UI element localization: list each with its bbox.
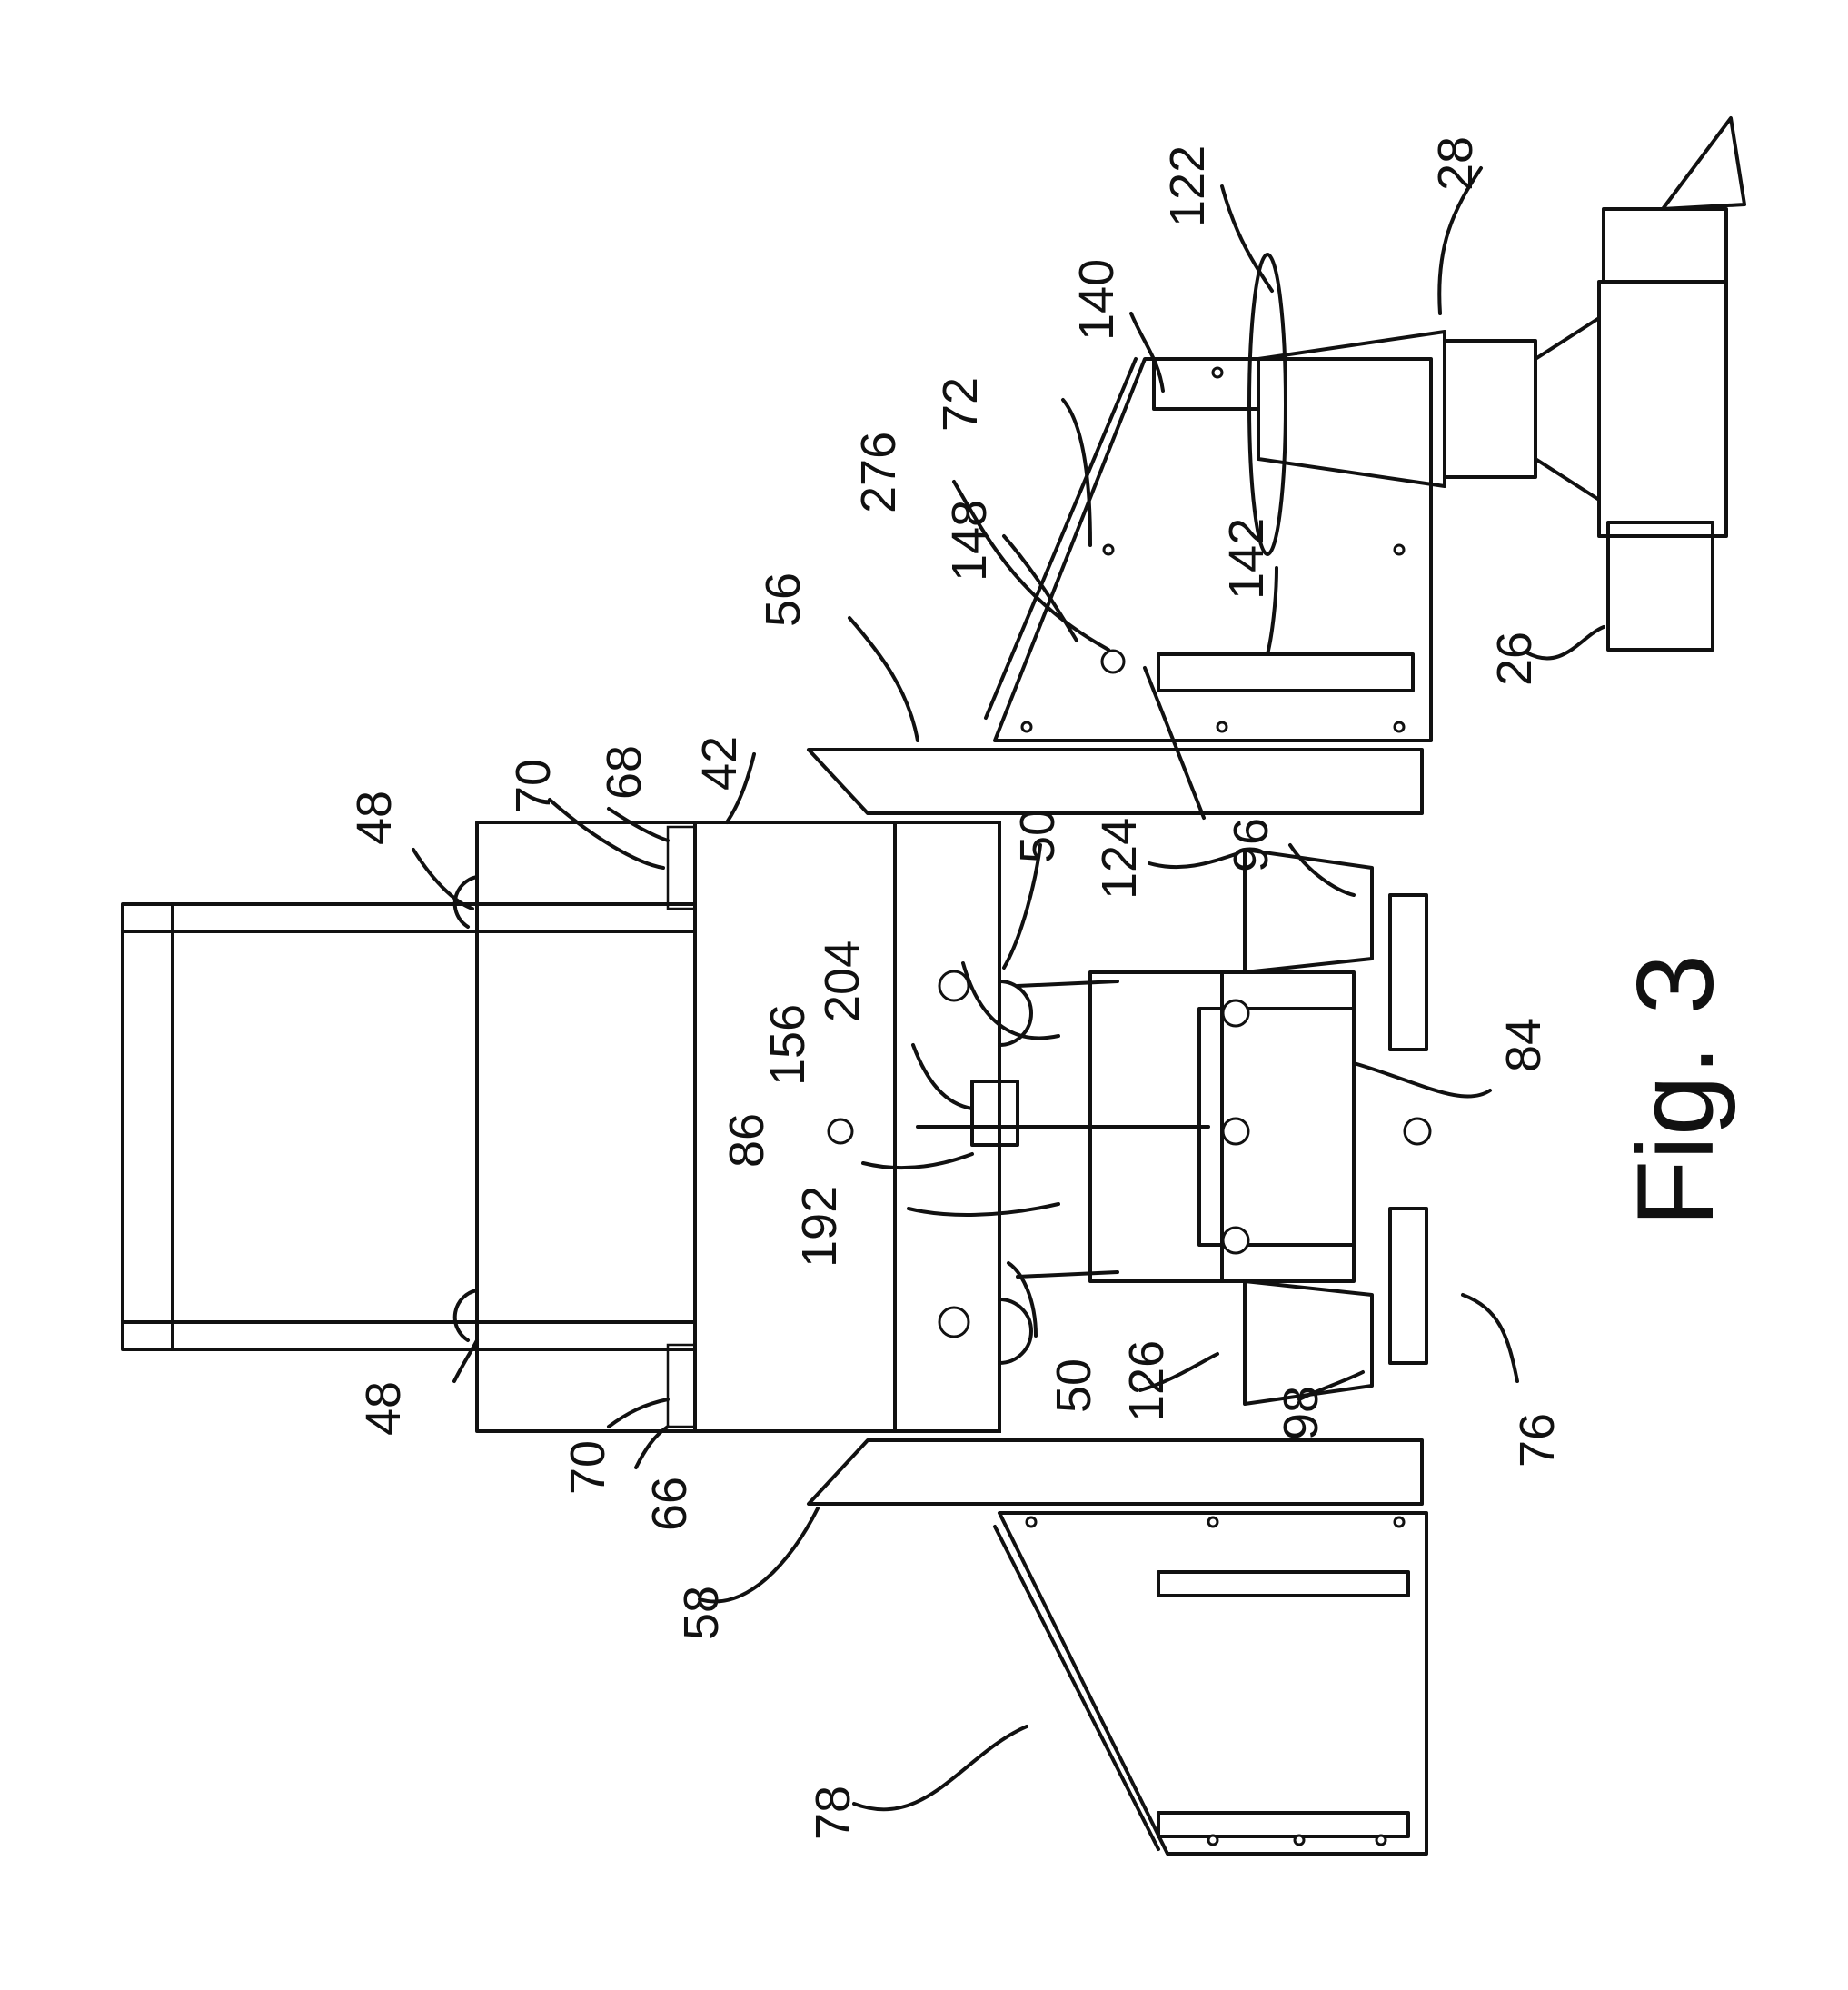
label-140: 140 — [1069, 259, 1124, 341]
label-276: 276 — [851, 432, 906, 513]
label-42: 42 — [692, 736, 747, 791]
label-156: 156 — [760, 1004, 815, 1086]
label-70b: 70 — [561, 1440, 615, 1495]
label-142: 142 — [1219, 518, 1274, 600]
label-26: 26 — [1487, 632, 1542, 686]
label-148: 148 — [942, 500, 997, 582]
channel-56 — [809, 750, 1422, 813]
label-70a: 70 — [506, 759, 561, 813]
label-96: 96 — [1224, 818, 1278, 872]
label-204: 204 — [815, 940, 869, 1022]
label-50a: 50 — [1010, 809, 1065, 863]
label-48a: 48 — [347, 791, 402, 845]
label-122: 122 — [1160, 145, 1215, 227]
label-28: 28 — [1428, 136, 1483, 191]
label-84: 84 — [1496, 1018, 1551, 1072]
hitch-frame — [123, 904, 713, 1349]
label-66: 66 — [642, 1477, 697, 1531]
label-124: 124 — [1092, 818, 1147, 900]
label-192: 192 — [792, 1186, 847, 1268]
label-56: 56 — [756, 572, 810, 627]
label-86: 86 — [720, 1113, 774, 1168]
label-48b: 48 — [356, 1381, 411, 1436]
label-126: 126 — [1119, 1340, 1174, 1422]
label-98: 98 — [1274, 1386, 1328, 1440]
wing-78 — [995, 1513, 1426, 1854]
label-72: 72 — [933, 377, 988, 432]
figure-title: Fig. 3 — [1615, 954, 1736, 1227]
label-76: 76 — [1510, 1413, 1565, 1468]
label-50b: 50 — [1047, 1358, 1101, 1413]
label-68: 68 — [597, 745, 651, 800]
label-58: 58 — [674, 1586, 729, 1640]
channel-58 — [809, 1440, 1422, 1504]
label-78: 78 — [806, 1786, 860, 1840]
